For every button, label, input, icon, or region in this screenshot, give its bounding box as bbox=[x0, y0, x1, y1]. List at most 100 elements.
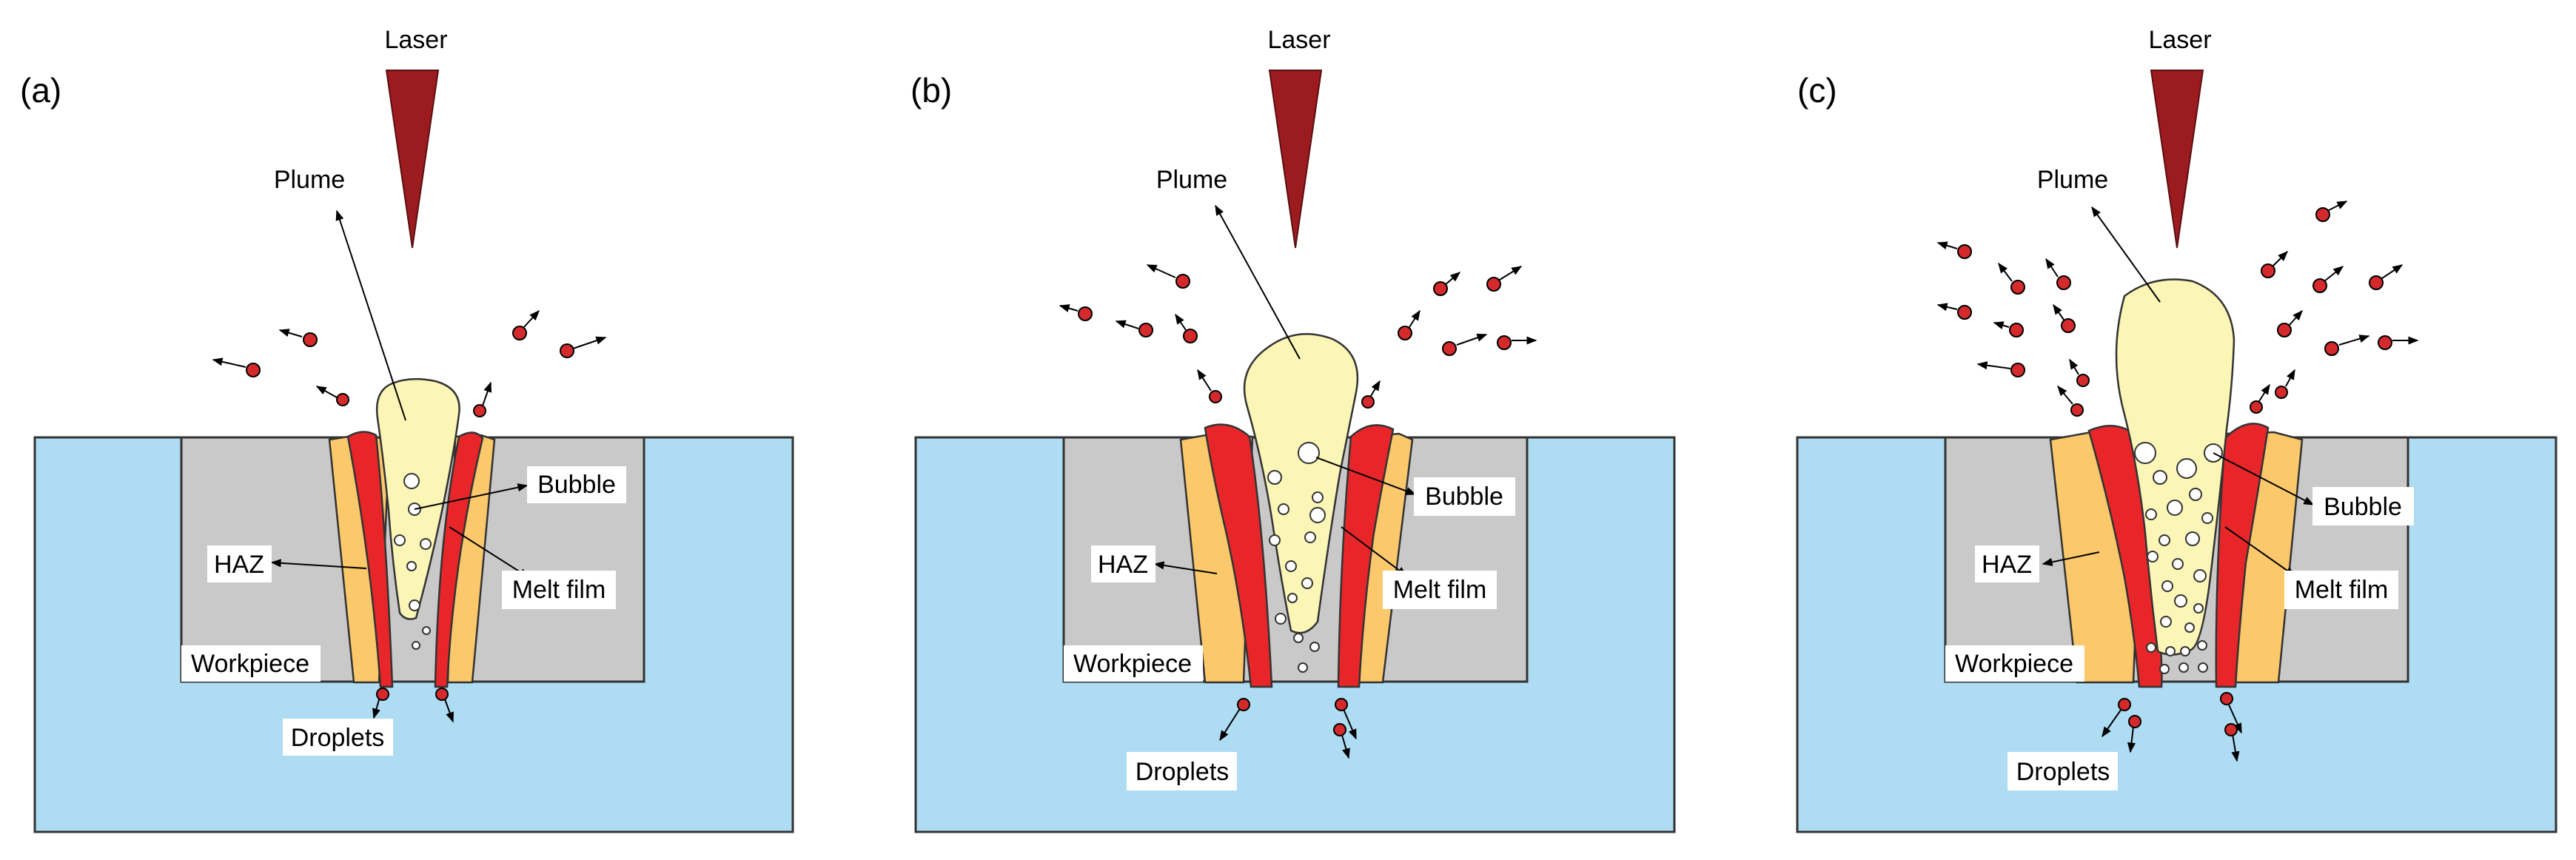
droplets-ejected bbox=[1219, 698, 1357, 759]
bubble bbox=[1285, 560, 1297, 572]
melt-film-pointer bbox=[1341, 526, 1408, 577]
droplets-label: Droplets bbox=[1136, 758, 1230, 786]
bubble bbox=[403, 473, 420, 489]
particle bbox=[2369, 275, 2384, 290]
particle bbox=[512, 326, 527, 340]
laser-label: Laser bbox=[384, 26, 447, 54]
particle bbox=[1209, 390, 1222, 403]
bubble bbox=[1287, 593, 1298, 603]
bubble bbox=[1309, 642, 1320, 652]
droplet bbox=[1335, 698, 1348, 711]
bubbles bbox=[1267, 442, 1326, 673]
bubble bbox=[2145, 508, 2157, 520]
bubble bbox=[2198, 662, 2208, 673]
plume-label: Plume bbox=[274, 166, 345, 194]
bubble bbox=[2160, 616, 2172, 628]
droplets-label: Droplets bbox=[291, 724, 385, 752]
haz-label: HAZ bbox=[1098, 551, 1148, 579]
particle bbox=[303, 332, 318, 347]
bubble bbox=[406, 561, 417, 571]
haz-label: HAZ bbox=[214, 551, 264, 579]
particle bbox=[1442, 341, 1457, 356]
plume-label: Plume bbox=[1156, 166, 1227, 194]
particle bbox=[2312, 278, 2327, 293]
plume-pointer bbox=[2091, 206, 2161, 303]
particle bbox=[1078, 306, 1093, 321]
melt-film-pointer bbox=[2224, 526, 2296, 577]
plume-pointer bbox=[1215, 204, 1301, 360]
melt-film-pointer bbox=[449, 526, 530, 578]
bubble bbox=[1301, 577, 1313, 589]
particle bbox=[2261, 263, 2275, 278]
droplet bbox=[2224, 723, 2238, 736]
bubble bbox=[409, 599, 420, 611]
particle bbox=[1486, 277, 1501, 292]
droplet bbox=[2118, 698, 2131, 711]
bubble bbox=[412, 641, 420, 650]
plume-particles bbox=[1936, 201, 2419, 417]
bubble bbox=[2159, 534, 2170, 546]
bubble bbox=[2147, 551, 2159, 562]
panel-label: (b) bbox=[910, 71, 952, 110]
particle bbox=[2275, 386, 2288, 399]
particle bbox=[246, 363, 261, 377]
haz-pointer bbox=[270, 559, 367, 569]
particle bbox=[2277, 323, 2292, 337]
particle bbox=[2324, 341, 2339, 356]
plume bbox=[2115, 278, 2235, 656]
particle bbox=[1361, 395, 1375, 409]
particle bbox=[1957, 244, 1972, 259]
melt-film-label: Melt film bbox=[2295, 576, 2389, 604]
particle bbox=[1183, 329, 1198, 343]
bubble-label: Bubble bbox=[1425, 483, 1503, 511]
melt-film-right bbox=[2215, 423, 2270, 688]
laser-beam bbox=[1268, 70, 1323, 249]
particle bbox=[1497, 335, 1512, 350]
droplet bbox=[2128, 715, 2141, 728]
particle bbox=[2056, 275, 2071, 290]
bubble bbox=[2193, 569, 2207, 582]
bubble bbox=[1269, 534, 1281, 546]
haz-label: HAZ bbox=[1982, 551, 2032, 579]
bubble bbox=[1309, 507, 1326, 523]
bubble bbox=[2189, 488, 2202, 501]
melt-film-left bbox=[346, 431, 394, 688]
workpiece-label: Workpiece bbox=[1073, 650, 1192, 678]
particle bbox=[1957, 305, 1972, 320]
laser-label: Laser bbox=[2148, 26, 2211, 54]
bubble-pointer bbox=[2213, 452, 2315, 505]
bubble bbox=[2184, 622, 2195, 633]
melt-film-label: Melt film bbox=[1393, 576, 1487, 604]
bubble bbox=[2153, 470, 2167, 485]
particle bbox=[1138, 323, 1153, 337]
bubble-pointer bbox=[414, 483, 529, 510]
bubble bbox=[2201, 512, 2213, 524]
bubble-label: Bubble bbox=[2324, 493, 2402, 521]
bubble bbox=[2159, 664, 2170, 674]
laser-label: Laser bbox=[1267, 26, 1330, 54]
haz-pointer bbox=[1153, 561, 1218, 574]
bubble bbox=[2134, 442, 2156, 464]
particle bbox=[2076, 374, 2090, 387]
particle bbox=[2010, 363, 2025, 377]
droplet bbox=[1333, 723, 1346, 736]
panel-b: (b) Laser Plume Bubble HAZ Melt film Wor… bbox=[910, 26, 1676, 833]
particle bbox=[2250, 400, 2263, 414]
droplet bbox=[1237, 698, 1250, 711]
droplet bbox=[2220, 692, 2233, 705]
particle bbox=[1433, 281, 1448, 296]
plume-particles bbox=[212, 309, 607, 417]
particle bbox=[2010, 280, 2025, 295]
bubble bbox=[2185, 531, 2200, 546]
particle bbox=[2061, 318, 2076, 333]
workpiece-label: Workpiece bbox=[1955, 650, 2073, 678]
particle bbox=[2009, 323, 2024, 337]
bubble bbox=[2178, 662, 2189, 673]
bubble bbox=[1275, 613, 1287, 625]
bubble bbox=[2176, 458, 2197, 479]
droplet bbox=[435, 688, 449, 701]
bubble bbox=[2197, 640, 2207, 651]
laser-beam bbox=[2150, 70, 2204, 249]
